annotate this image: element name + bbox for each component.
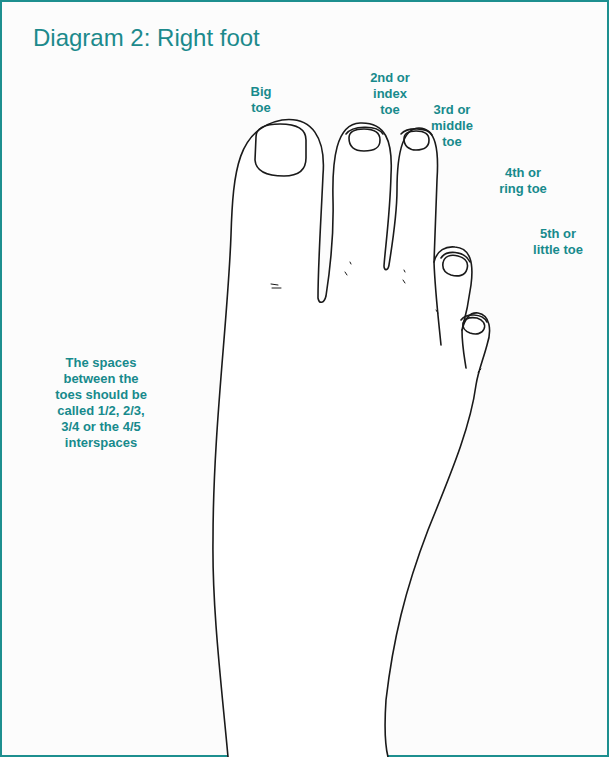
toe-label: 2nd or index toe	[364, 70, 416, 118]
toe-label: 4th or ring toe	[492, 165, 554, 197]
diagram-title: Diagram 2: Right foot	[33, 24, 260, 52]
toe-label: 3rd or middle toe	[425, 102, 479, 150]
toenail-cuticle	[461, 315, 487, 322]
toenail-cuticle	[441, 252, 470, 262]
toenail	[349, 129, 380, 151]
toenail	[255, 124, 306, 176]
toe-label: Big toe	[240, 84, 282, 116]
skin-crease	[271, 262, 481, 372]
toenail	[463, 318, 485, 334]
toe-gap-line	[462, 330, 466, 368]
toe-gap-line	[434, 262, 441, 345]
toenail-cuticle	[401, 129, 432, 135]
note-text: The spaces between the toes should be ca…	[49, 355, 153, 451]
toenail	[443, 255, 468, 276]
toe-label: 5th or little toe	[527, 226, 589, 258]
foot-outline	[213, 120, 490, 757]
toenail	[404, 131, 429, 150]
toenail-cuticle	[346, 127, 383, 134]
